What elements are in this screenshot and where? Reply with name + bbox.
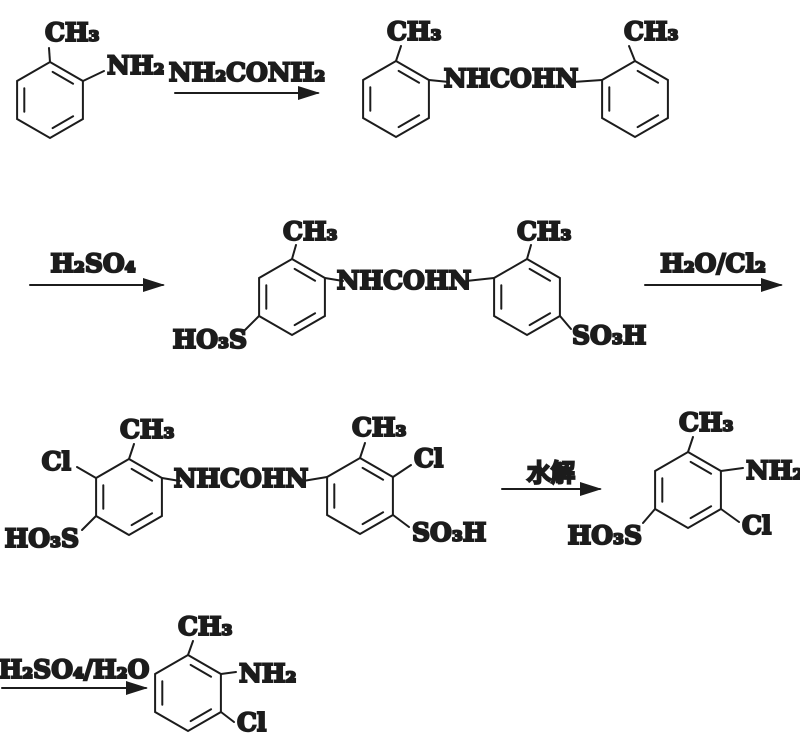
bond-sulfo (81, 515, 97, 531)
step3-reactant-chloro-sulfo-ditolylurea: CH₃ Cl HO₃S NHCOHN CH₃ Cl SO₃H (4, 412, 488, 554)
cl-label: Cl (414, 444, 443, 473)
benzene-ring (493, 258, 561, 336)
bond-sulfo (559, 315, 572, 330)
step1-reactant-o-toluidine: CH₃ NH₂ (16, 17, 165, 139)
ch3-label: CH₃ (45, 18, 99, 47)
reagent-label: 水解 (527, 458, 575, 487)
bond-nh (302, 476, 328, 482)
nh2-label: NH₂ (239, 659, 296, 688)
bond-nh (428, 79, 450, 83)
bond-nh2 (82, 70, 105, 82)
benzene-ring (362, 60, 430, 138)
bond-cl (220, 711, 235, 723)
bond-ch3 (359, 442, 366, 459)
cl-label: Cl (42, 447, 71, 476)
bond-ch3 (628, 45, 636, 62)
bond-nh2 (720, 467, 744, 472)
bond-cl (76, 466, 97, 479)
urea-linker-label: NHCOHN (444, 64, 579, 93)
bond-ch3 (395, 45, 402, 62)
reagent-label: H₂SO₄ (50, 249, 135, 278)
cl-label: Cl (237, 708, 266, 735)
sulfo-label: HO₃S (173, 325, 247, 354)
reagent-label: H₂SO₄/H₂O (0, 655, 149, 684)
nh2-label: NH₂ (746, 456, 800, 485)
bond-nh (572, 79, 603, 83)
bond-cl (392, 464, 412, 478)
step1-arrow: NH₂CONH₂ (168, 57, 326, 100)
step2-compound-disulfo-ditolylurea: CH₃ NHCOHN CH₃ HO₃S SO₃H (172, 216, 648, 355)
ch3-label: CH₃ (517, 217, 571, 246)
step4-product-chloro-methylaniline: CH₃ NH₂ Cl (154, 611, 297, 735)
ch3-label: CH₃ (679, 408, 733, 437)
step3-arrow-hydrolysis: 水解 (501, 457, 602, 496)
bond-nh (161, 477, 181, 482)
bond-nh (324, 277, 344, 282)
ch3-label: CH₃ (624, 17, 678, 46)
ch3-label: CH₃ (120, 415, 174, 444)
bond-sulfo (244, 315, 260, 331)
bond-ch3 (128, 443, 135, 460)
benzene-ring (654, 451, 722, 529)
benzene-ring (95, 458, 163, 536)
ch3-label: CH₃ (387, 17, 441, 46)
step2-arrow-chlorination: H₂O/Cl₂ (644, 248, 783, 292)
bond-nh2 (220, 671, 237, 675)
bond-sulfo (642, 508, 656, 524)
ch3-label: CH₃ (283, 217, 337, 246)
bond-ch3 (187, 640, 194, 656)
benzene-ring (16, 61, 84, 139)
sulfo-label: HO₃S (5, 524, 79, 553)
reagent-label: H₂O/Cl₂ (660, 249, 766, 278)
ch3-label: CH₃ (178, 612, 232, 641)
bond-ch3 (526, 244, 532, 260)
benzene-ring (154, 654, 222, 732)
bond-nh (465, 277, 495, 282)
bond-sulfo (392, 514, 410, 528)
step4-arrow-desulfonation: H₂SO₄/H₂O (0, 654, 150, 695)
step1-product-ditolylurea: CH₃ NHCOHN CH₃ (362, 16, 679, 138)
reagent-label: NH₂CONH₂ (169, 58, 326, 87)
sulfo-label: SO₃H (412, 518, 486, 547)
bond-ch3 (291, 244, 297, 260)
step2-arrow-sulfonation: H₂SO₄ (29, 248, 165, 292)
sulfo-label: HO₃S (568, 521, 642, 550)
bond-ch3 (48, 47, 51, 63)
urea-linker-label: NHCOHN (337, 266, 472, 295)
urea-linker-label: NHCOHN (174, 464, 309, 493)
ch3-label: CH₃ (352, 413, 406, 442)
bond-ch3 (687, 436, 694, 453)
bond-cl (720, 508, 740, 523)
cl-label: Cl (742, 511, 771, 540)
benzene-ring (601, 60, 669, 138)
nh2-label: NH₂ (107, 51, 164, 80)
sulfo-label: SO₃H (572, 321, 646, 350)
step3-product-amino-chloro-toluenesulfonic-acid: CH₃ NH₂ Cl HO₃S (567, 407, 800, 551)
benzene-ring (326, 457, 394, 535)
benzene-ring (258, 258, 326, 336)
